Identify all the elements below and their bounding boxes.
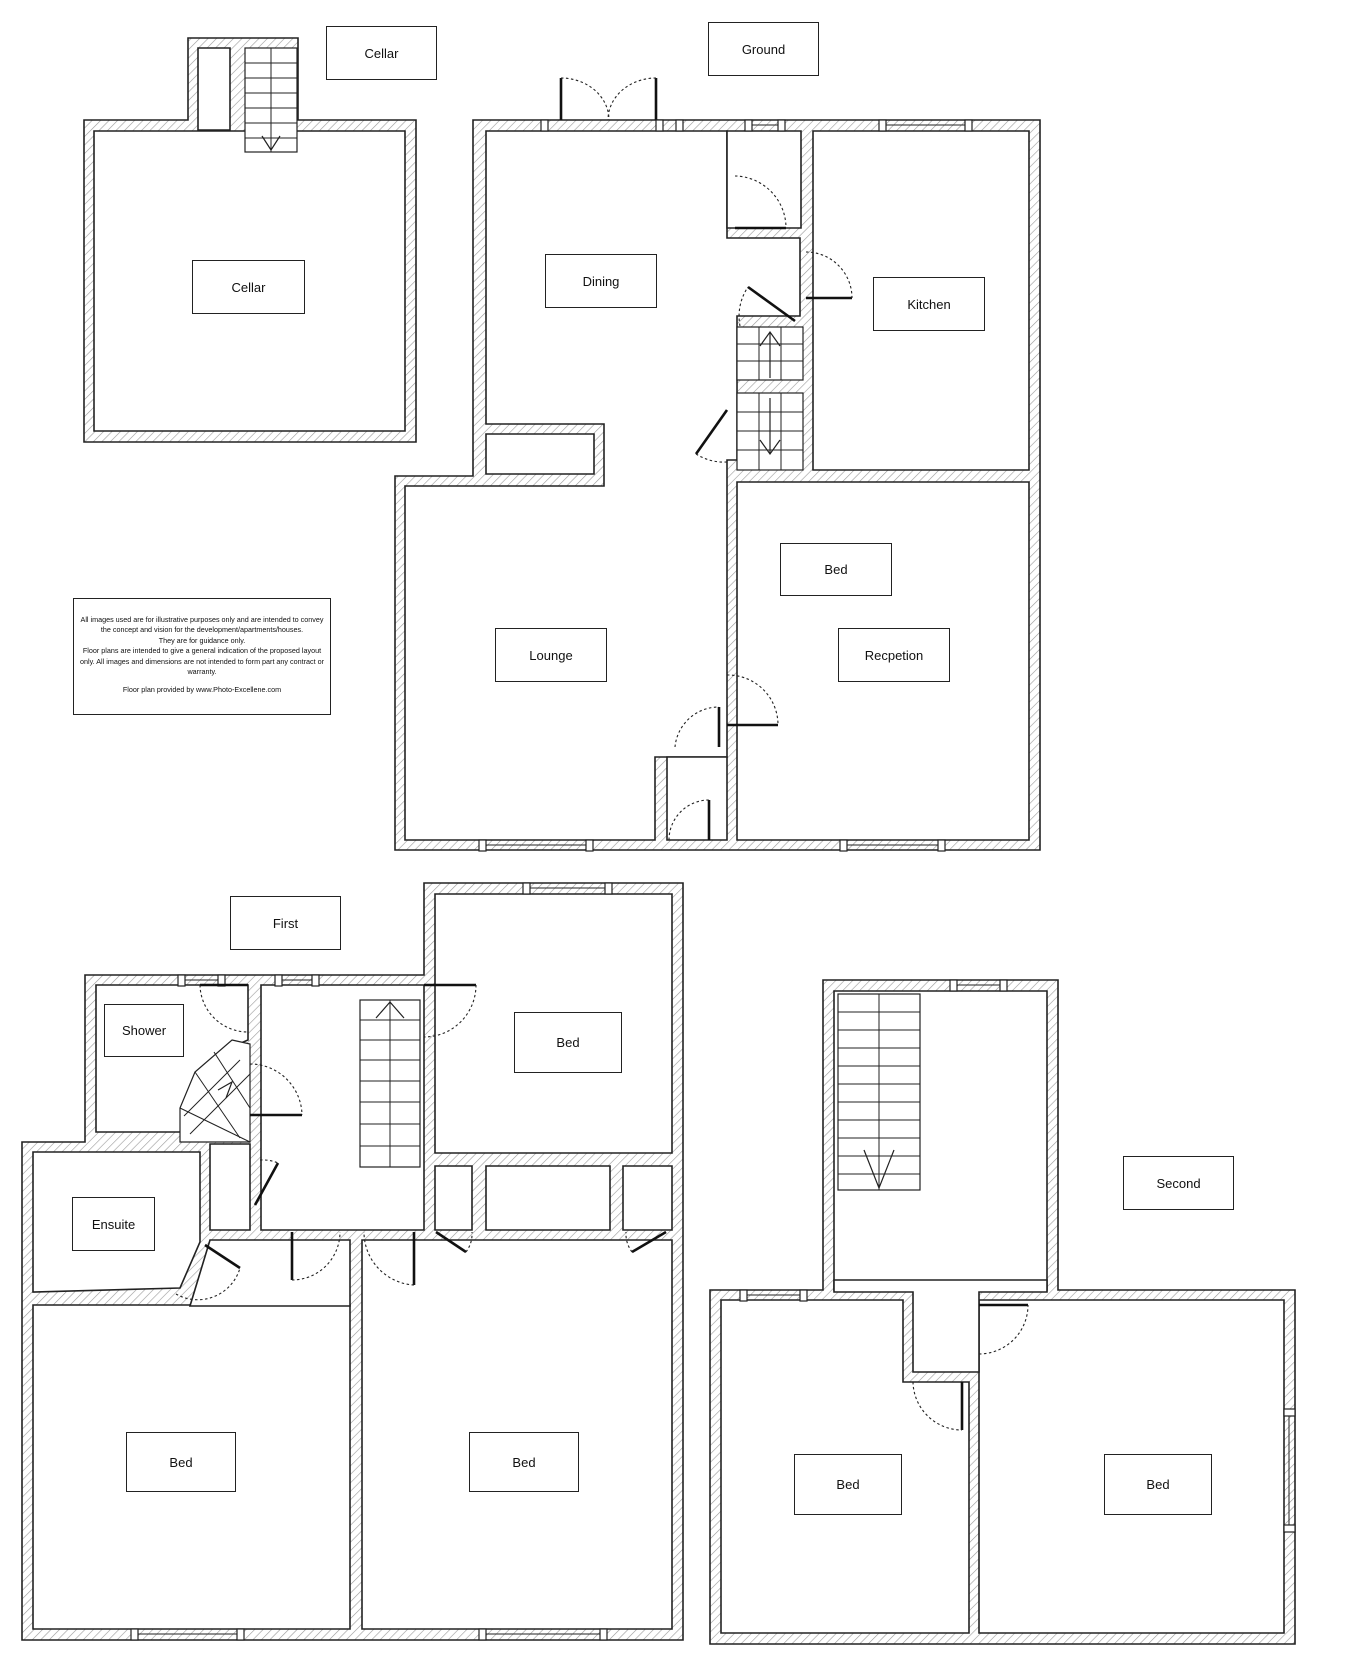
disclaimer-credit: Floor plan provided by www.Photo-Excelle… [122,684,282,694]
room-label-shower: Shower [104,1004,184,1057]
floor-title-ground: Ground [708,22,819,76]
disclaimer-line-1: All images used are for illustrative pur… [80,615,324,635]
first-main-stairs [359,999,421,1168]
second-doors [912,1303,1029,1431]
second-stairs [837,993,921,1191]
room-label-bed-first-right: Bed [469,1432,579,1492]
room-label-bed-second-left: Bed [794,1454,902,1515]
room-label-bed-first-left: Bed [126,1432,236,1492]
floor-title-second: Second [1123,1156,1234,1210]
room-label-bed-first-top: Bed [514,1012,622,1073]
first-winder-stairs [179,1039,251,1143]
disclaimer-line-2: They are for guidance only. [158,635,246,645]
room-label-bed-ground: Bed [780,543,892,596]
floor-title-first: First [230,896,341,950]
ground-doors [668,175,853,841]
disclaimer-box: All images used are for illustrative pur… [73,598,331,715]
ground-stairs-up [736,326,804,381]
room-label-dining: Dining [545,254,657,308]
room-label-lounge: Lounge [495,628,607,682]
cellar-stairs [244,47,298,153]
first-doors [175,983,667,1301]
room-label-bed-second-right: Bed [1104,1454,1212,1515]
room-label-reception: Recpetion [838,628,950,682]
room-label-ensuite: Ensuite [72,1197,155,1251]
ground-stairs-down [736,392,804,471]
ground-plan [394,77,1041,852]
second-plan [709,979,1296,1645]
disclaimer-line-3: Floor plans are intended to give a gener… [80,646,324,677]
french-doors [540,77,684,132]
floor-title-cellar: Cellar [326,26,437,80]
cellar-plan [83,37,417,443]
room-label-kitchen: Kitchen [873,277,985,331]
room-label-cellar: Cellar [192,260,305,314]
first-plan [21,882,684,1641]
